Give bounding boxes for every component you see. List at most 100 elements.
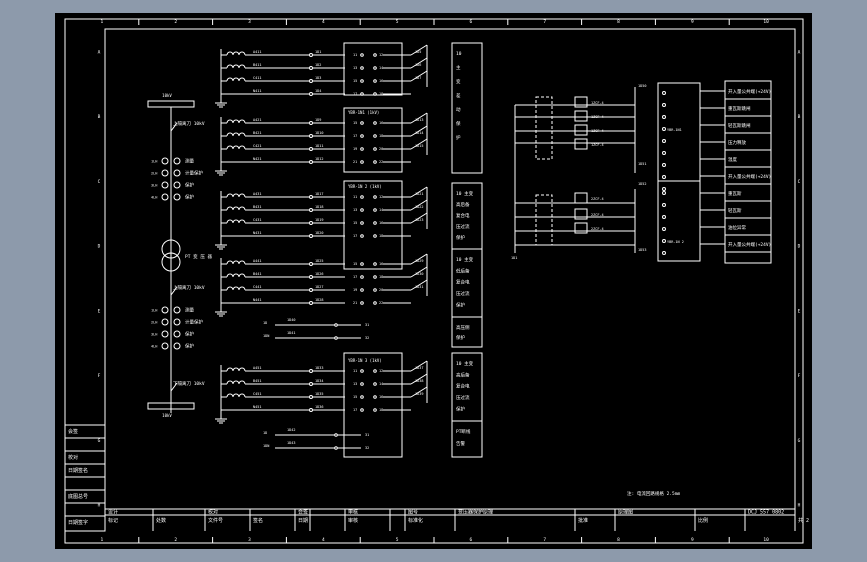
title-cell: 校对	[208, 509, 218, 516]
function-text: 保护	[456, 301, 465, 308]
pin-left: 19	[353, 288, 357, 292]
function-text: 10 主变	[456, 190, 474, 197]
pin	[373, 234, 377, 238]
aux-relay-label: 1ZCF-4	[591, 115, 604, 119]
output-item: 开入量公共端(+24V)	[728, 88, 771, 95]
pin-left: 19	[353, 147, 357, 151]
function-block	[451, 42, 483, 174]
ct-ring	[173, 181, 181, 189]
pin	[360, 147, 364, 151]
grid-col-label: 2	[174, 537, 177, 543]
pin-right: 16	[379, 79, 383, 83]
node-label: 1D27	[315, 285, 323, 289]
ct-coil	[226, 273, 246, 278]
aux-node: 1D41	[287, 331, 295, 335]
grid-col-label: 9	[691, 19, 694, 25]
pin	[373, 160, 377, 164]
pin	[360, 92, 364, 96]
grid-col-label: 1	[101, 19, 104, 25]
grid-row-label: E	[98, 308, 101, 314]
isolator-top-label: 上隔离刀 10kV	[173, 120, 205, 127]
node-label: 1D20	[315, 231, 323, 235]
aux-relay-label: 2ZCF-4	[591, 213, 604, 217]
pt-label: PT 变 压 器	[185, 253, 213, 260]
ct-coil	[226, 219, 246, 224]
ct-coil	[226, 119, 246, 124]
output-item: 开入量公共端(+24V)	[728, 241, 771, 248]
relay-name: YBR-1N 2 (1kV)	[348, 184, 382, 189]
pin	[360, 395, 364, 399]
wire	[410, 57, 428, 69]
ct-ring	[161, 193, 169, 201]
pin	[360, 66, 364, 70]
relay-box	[343, 107, 403, 173]
terminal	[309, 208, 313, 212]
function-text: 10	[456, 51, 462, 57]
pin	[360, 288, 364, 292]
grid-row-label: E	[798, 308, 801, 314]
node-label: 1D19	[315, 218, 323, 222]
pin-left: 15	[353, 221, 357, 225]
pin	[360, 275, 364, 279]
wire	[410, 112, 428, 124]
function-text: 保护	[456, 334, 465, 341]
aux-relay	[574, 124, 588, 136]
ct-upper-tag: 测量	[185, 158, 194, 165]
grid-row-label: D	[798, 244, 801, 250]
node-label: 1D36	[315, 405, 323, 409]
wire	[410, 186, 428, 198]
ct-lower-tag: 计量保护	[185, 319, 203, 326]
phase-label: N451	[253, 405, 261, 409]
pin-right: 18	[379, 234, 383, 238]
grid-row-label: H	[98, 503, 101, 509]
pin	[360, 301, 364, 305]
aux-relay	[574, 222, 588, 234]
pin-left: 17	[353, 234, 357, 238]
pin-right: 16	[379, 121, 383, 125]
pin-left: 13	[353, 382, 357, 386]
dashed-contact-group	[535, 194, 553, 246]
pin-left: 17	[353, 408, 357, 412]
aux-from: 1DN	[263, 444, 269, 448]
grid-row-label: F	[798, 373, 801, 379]
pin-right: 18	[379, 275, 383, 279]
isolator-mid-switch	[170, 286, 178, 296]
wire	[410, 266, 428, 278]
function-text: 压过流	[456, 290, 470, 297]
out-label: 1D30	[415, 272, 423, 276]
aux-from: 1D	[263, 321, 267, 325]
title-cell: 设计	[108, 509, 118, 516]
ct-lower-name: 1LH	[151, 309, 157, 313]
aux-node: 1D43	[287, 441, 295, 445]
out-label: 1D21	[415, 192, 423, 196]
terminal	[334, 433, 338, 437]
phase-label: C411	[253, 76, 261, 80]
aux-relay-label: 1ZCF-4	[591, 143, 604, 147]
pin	[360, 160, 364, 164]
phase-label: C431	[253, 218, 261, 222]
pin-left: 15	[353, 262, 357, 266]
function-block	[451, 316, 483, 348]
ct-coil	[226, 260, 246, 265]
grid-row-label: B	[798, 114, 801, 120]
grid-col-label: 5	[396, 537, 399, 543]
function-text: 复合电	[456, 383, 470, 390]
pin	[373, 395, 377, 399]
ct-upper-tag: 保护	[185, 194, 194, 201]
title-cell: 变压器保护原理	[458, 509, 493, 516]
terminal	[309, 369, 313, 373]
pin-right: 16	[379, 262, 383, 266]
phase-label: N441	[253, 298, 261, 302]
function-text: 保护	[456, 234, 465, 241]
phase-label: B441	[253, 272, 261, 276]
ct-coil	[226, 132, 246, 137]
pin	[373, 369, 377, 373]
ct-coil	[226, 193, 246, 198]
out-label: 1D38	[415, 379, 423, 383]
relay-box	[343, 352, 403, 458]
grid-row-label: G	[798, 438, 801, 444]
terminal	[309, 147, 313, 151]
bottom-bus-bar	[147, 402, 195, 410]
ct-coil	[226, 64, 246, 69]
ct-ring	[161, 318, 169, 326]
